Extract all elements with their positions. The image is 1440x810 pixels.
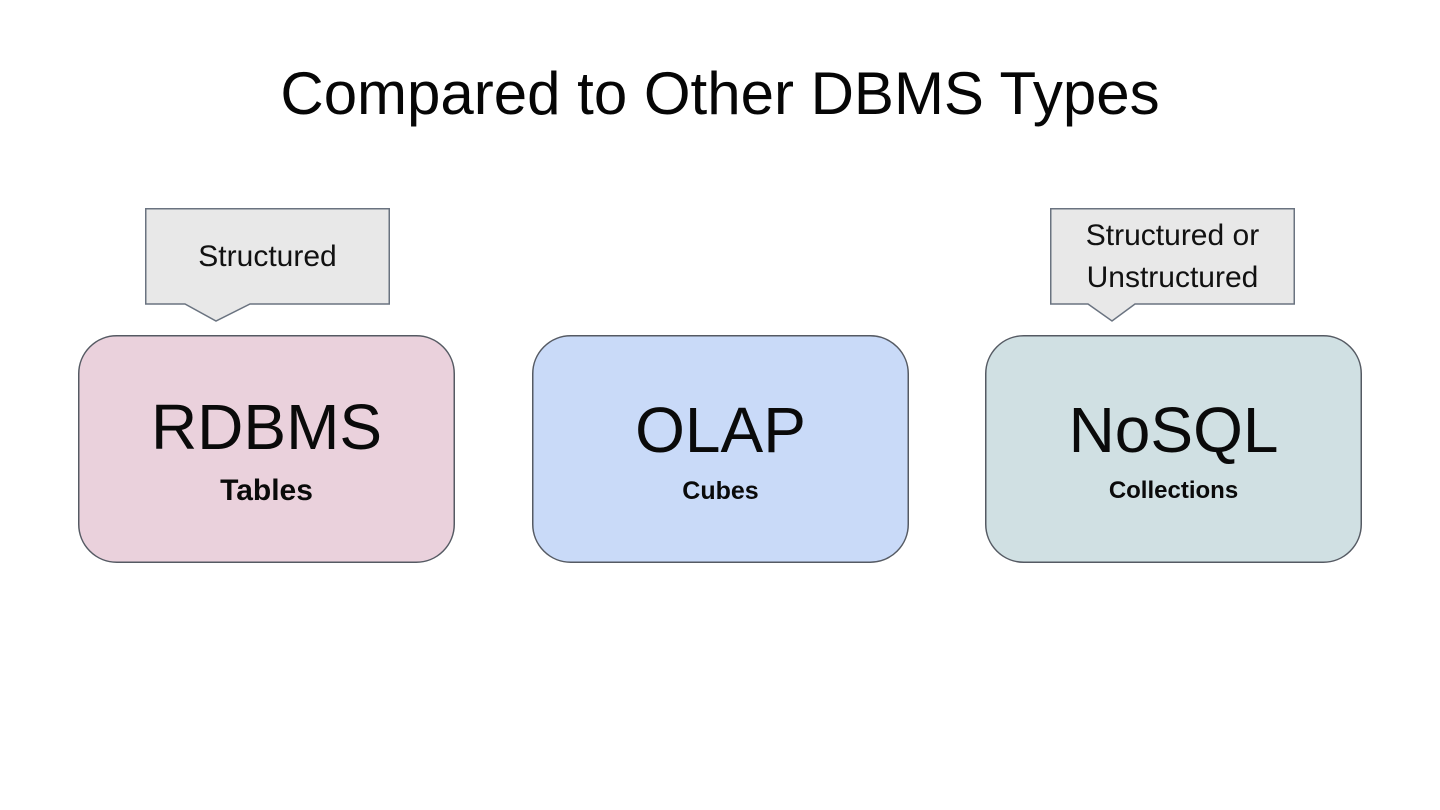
- card-olap-content: OLAP Cubes: [532, 335, 909, 563]
- card-olap-label: OLAP: [635, 393, 806, 466]
- callout-structured-label: Structured: [198, 239, 337, 273]
- page-title: Compared to Other DBMS Types: [280, 60, 1160, 127]
- callout-structured-or-unstructured-label: Structured or Unstructured: [1085, 218, 1260, 294]
- card-olap: OLAP Cubes: [532, 335, 909, 563]
- card-rdbms-label: RDBMS: [150, 390, 383, 463]
- callout-structured-or-unstructured: Structured or Unstructured: [1050, 208, 1295, 322]
- card-nosql-shape: [985, 335, 1362, 563]
- card-rdbms: RDBMS Tables: [78, 335, 455, 563]
- card-rdbms-sublabel: Tables: [220, 474, 313, 508]
- card-nosql-content: NoSQL Collections: [985, 335, 1362, 563]
- card-rdbms-content: RDBMS Tables: [78, 335, 455, 563]
- card-nosql-sublabel: Collections: [1108, 477, 1239, 504]
- card-olap-shape: [532, 335, 909, 563]
- card-nosql: NoSQL Collections: [985, 335, 1362, 563]
- callout-bubble-shape: [145, 208, 390, 322]
- callout-bubble-shape: [1050, 208, 1295, 322]
- callout-structured: Structured: [145, 208, 390, 322]
- card-nosql-label: NoSQL: [1068, 394, 1279, 467]
- card-olap-sublabel: Cubes: [682, 477, 759, 506]
- card-rdbms-shape: [78, 335, 455, 563]
